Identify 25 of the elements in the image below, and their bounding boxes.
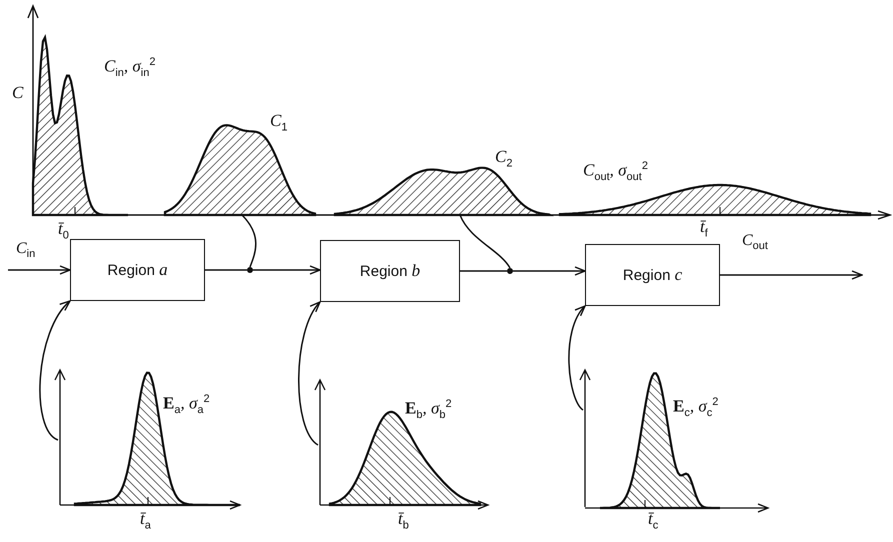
region-label: Region a bbox=[107, 260, 168, 280]
region-box bbox=[585, 244, 720, 306]
region-label: Region c bbox=[622, 265, 682, 285]
curve-label: t̄$_{0}$ bbox=[58, 220, 69, 242]
leader-line bbox=[298, 301, 321, 446]
leader-line bbox=[459, 214, 511, 268]
curve-label: t̄$_{a}$ bbox=[140, 510, 151, 532]
curve-label: t̄$_{c}$ bbox=[648, 510, 658, 532]
curve-label: C$_{1}$ bbox=[270, 112, 288, 134]
curve-label: C bbox=[12, 84, 24, 103]
curve-label: t̄$_{f}$ bbox=[700, 218, 708, 240]
junction-dot bbox=[247, 267, 253, 273]
region-box bbox=[320, 240, 460, 302]
flow-arrow bbox=[720, 270, 863, 280]
region-label: Region b bbox=[360, 261, 420, 281]
edge-label: C$_{out}$ bbox=[740, 232, 770, 252]
leader-line bbox=[241, 214, 256, 268]
flow-arrow bbox=[8, 265, 71, 275]
junction-dot bbox=[507, 268, 513, 274]
flow-arrow bbox=[253, 265, 321, 275]
flow-arrow bbox=[513, 266, 586, 276]
leader-line bbox=[568, 305, 586, 411]
curve-label: t̄$_{b}$ bbox=[398, 510, 409, 532]
region-box bbox=[70, 239, 205, 301]
leader-line bbox=[39, 300, 71, 441]
